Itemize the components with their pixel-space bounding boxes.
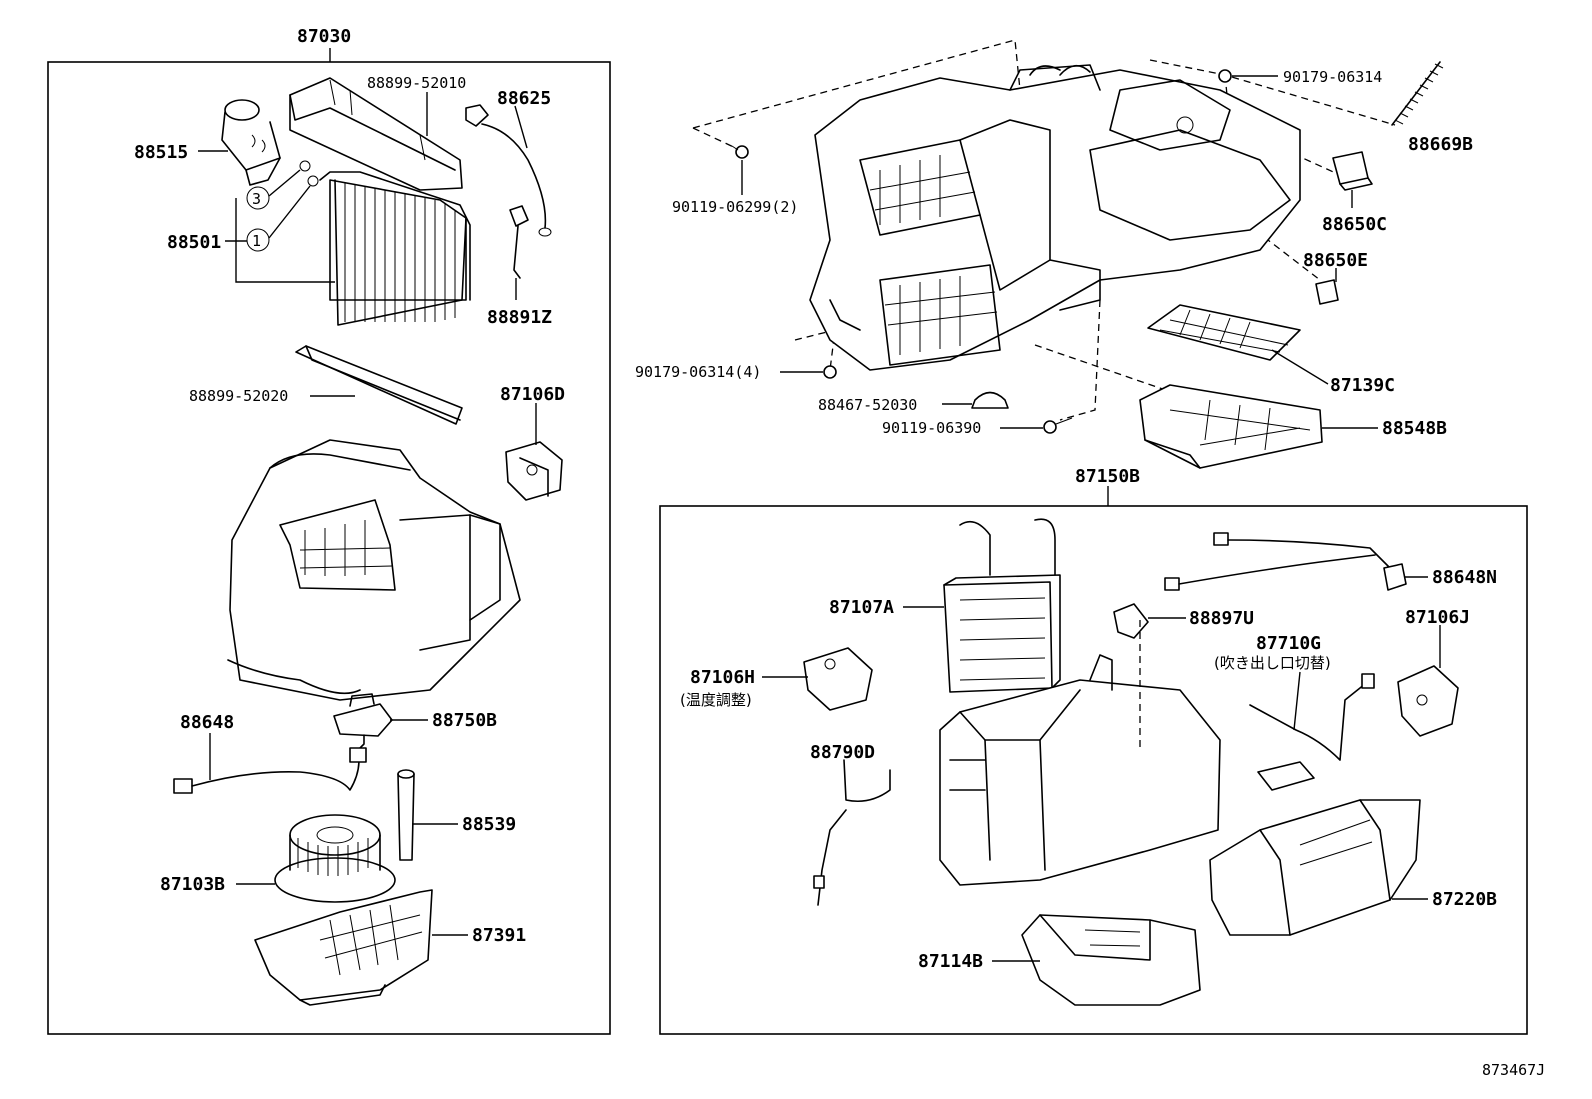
guide-line-bolt-1 (692, 127, 741, 151)
part-87139C-filter (1147, 304, 1301, 361)
callout-87106H: 87106H (690, 667, 755, 688)
group-label-87030: 87030 (297, 26, 351, 47)
guide-line-filter (1034, 344, 1181, 396)
part-88648N-harness (1164, 532, 1407, 591)
part-87107A-heater-core (943, 518, 1061, 693)
callout-87106D: 87106D (500, 384, 565, 405)
callout-88648: 88648 (180, 712, 234, 733)
callout-88548B: 88548B (1382, 418, 1447, 439)
callout-88891Z: 88891Z (487, 307, 552, 328)
circled-marker-1 (246, 228, 270, 252)
circled-marker-3-text: 3 (252, 190, 261, 208)
callout-88790D: 88790D (810, 742, 875, 763)
part-88539-duct (397, 769, 415, 861)
callout-87107A: 87107A (829, 597, 894, 618)
part-88515-expansion-valve (221, 99, 281, 186)
callout-88539: 88539 (462, 814, 516, 835)
callout-87139C: 87139C (1330, 375, 1395, 396)
callout-88515: 88515 (134, 142, 188, 163)
callout-87710G-note: (吹き出し口切替) (1214, 654, 1331, 672)
part-90119-06390-bolt (1043, 417, 1073, 434)
part-88548B-filter-case (1139, 384, 1323, 469)
part-87106D-servo (505, 441, 563, 501)
right-group-frame (659, 486, 1528, 1035)
part-90179-06314-nut (1218, 69, 1232, 83)
o-ring-3 (299, 160, 311, 172)
part-heater-case (939, 620, 1221, 886)
guide-line-bolt-2 (1059, 299, 1101, 421)
part-88650E-relay (1315, 279, 1339, 305)
part-88501-evaporator (319, 171, 471, 326)
callout-90179-06314-4: 90179-06314(4) (635, 363, 761, 381)
callout-88750B: 88750B (432, 710, 497, 731)
part-87391-cover (254, 889, 433, 1006)
part-87114B-duct (1021, 914, 1201, 1006)
callout-87710G: 87710G (1256, 633, 1321, 654)
part-88897U-sensor (1113, 603, 1149, 639)
part-88899-52010-insulator (289, 77, 463, 191)
part-87103B-blower-motor (274, 814, 396, 903)
diagram-reference-code: 873467J (1482, 1061, 1545, 1079)
callout-87103B: 87103B (160, 874, 225, 895)
callout-90179-06314: 90179-06314 (1283, 68, 1382, 86)
group-label-87150B: 87150B (1075, 466, 1140, 487)
part-90179-06314-4-nut (823, 365, 837, 379)
callout-88669B: 88669B (1408, 134, 1473, 155)
callout-88625: 88625 (497, 88, 551, 109)
part-88891Z-sensor (509, 205, 529, 279)
part-87106J-servo (1397, 665, 1459, 737)
callout-87106H-note: (温度調整) (680, 691, 752, 709)
part-88750B-resistor (333, 693, 393, 737)
callout-88467-52030: 88467-52030 (818, 396, 917, 414)
circled-marker-1-text: 1 (252, 232, 261, 250)
callout-87220B: 87220B (1432, 889, 1497, 910)
callout-88650C: 88650C (1322, 214, 1387, 235)
callout-88899-52020: 88899-52020 (189, 387, 288, 405)
part-hvac-assembly (809, 64, 1301, 371)
part-88650C-relay (1332, 151, 1373, 191)
callout-87114B: 87114B (918, 951, 983, 972)
o-ring-1 (307, 175, 319, 187)
part-88467-52030-grommet (971, 391, 1009, 409)
part-88625-thermistor (465, 104, 552, 237)
part-88648-harness (173, 734, 367, 794)
callout-88650E: 88650E (1303, 250, 1368, 271)
part-87220B-duct (1209, 799, 1421, 936)
callout-87106J: 87106J (1405, 607, 1470, 628)
part-88899-52020-seal (295, 345, 463, 425)
guide-line-top (692, 39, 1021, 129)
callout-90119-06299: 90119-06299(2) (672, 198, 798, 216)
part-87106H-servo (803, 647, 873, 711)
part-87710G-servo (1249, 673, 1375, 791)
callout-88899-52010: 88899-52010 (367, 74, 466, 92)
part-blower-case (227, 439, 521, 701)
callout-87391: 87391 (472, 925, 526, 946)
part-90119-06299-bolt (731, 145, 749, 159)
callout-90119-06390: 90119-06390 (882, 419, 981, 437)
left-group-frame (47, 48, 611, 1035)
callout-88501: 88501 (167, 232, 221, 253)
part-88669B-spring (1391, 61, 1444, 126)
callout-88897U: 88897U (1189, 608, 1254, 629)
callout-88648N: 88648N (1432, 567, 1497, 588)
part-88790D-wire (813, 759, 891, 906)
circled-marker-3 (246, 186, 270, 210)
